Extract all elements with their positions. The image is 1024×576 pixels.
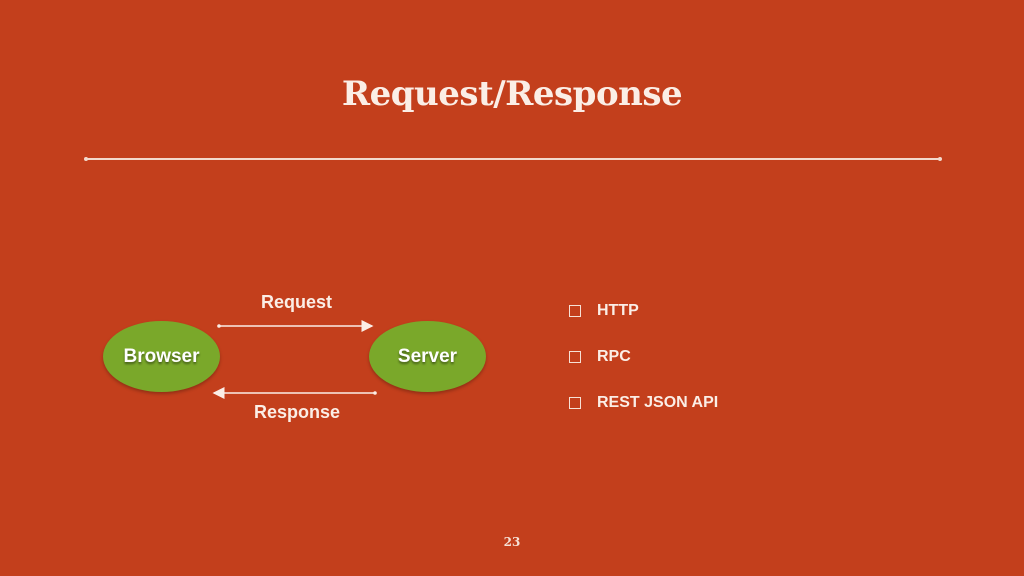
bullet-list: HTTP RPC REST JSON API <box>569 300 718 438</box>
title-divider <box>84 157 942 161</box>
browser-node: Browser <box>103 321 220 392</box>
request-arrow-tail <box>217 324 221 328</box>
page-number: 23 <box>503 535 521 549</box>
response-label: Response <box>254 402 341 422</box>
slide-title: Request/Response <box>341 74 683 114</box>
bullet-item: RPC <box>569 346 718 368</box>
request-label: Request <box>261 292 333 312</box>
bullet-text: RPC <box>597 348 631 365</box>
bullet-item: HTTP <box>569 300 718 322</box>
checkbox-bullet-icon <box>569 397 581 409</box>
bullet-text: REST JSON API <box>597 394 719 411</box>
checkbox-bullet-icon <box>569 351 581 363</box>
response-arrow-tail <box>373 391 377 395</box>
bullet-text: HTTP <box>597 302 639 319</box>
server-node: Server <box>369 321 486 392</box>
checkbox-bullet-icon <box>569 305 581 317</box>
bullet-item: REST JSON API <box>569 392 718 414</box>
